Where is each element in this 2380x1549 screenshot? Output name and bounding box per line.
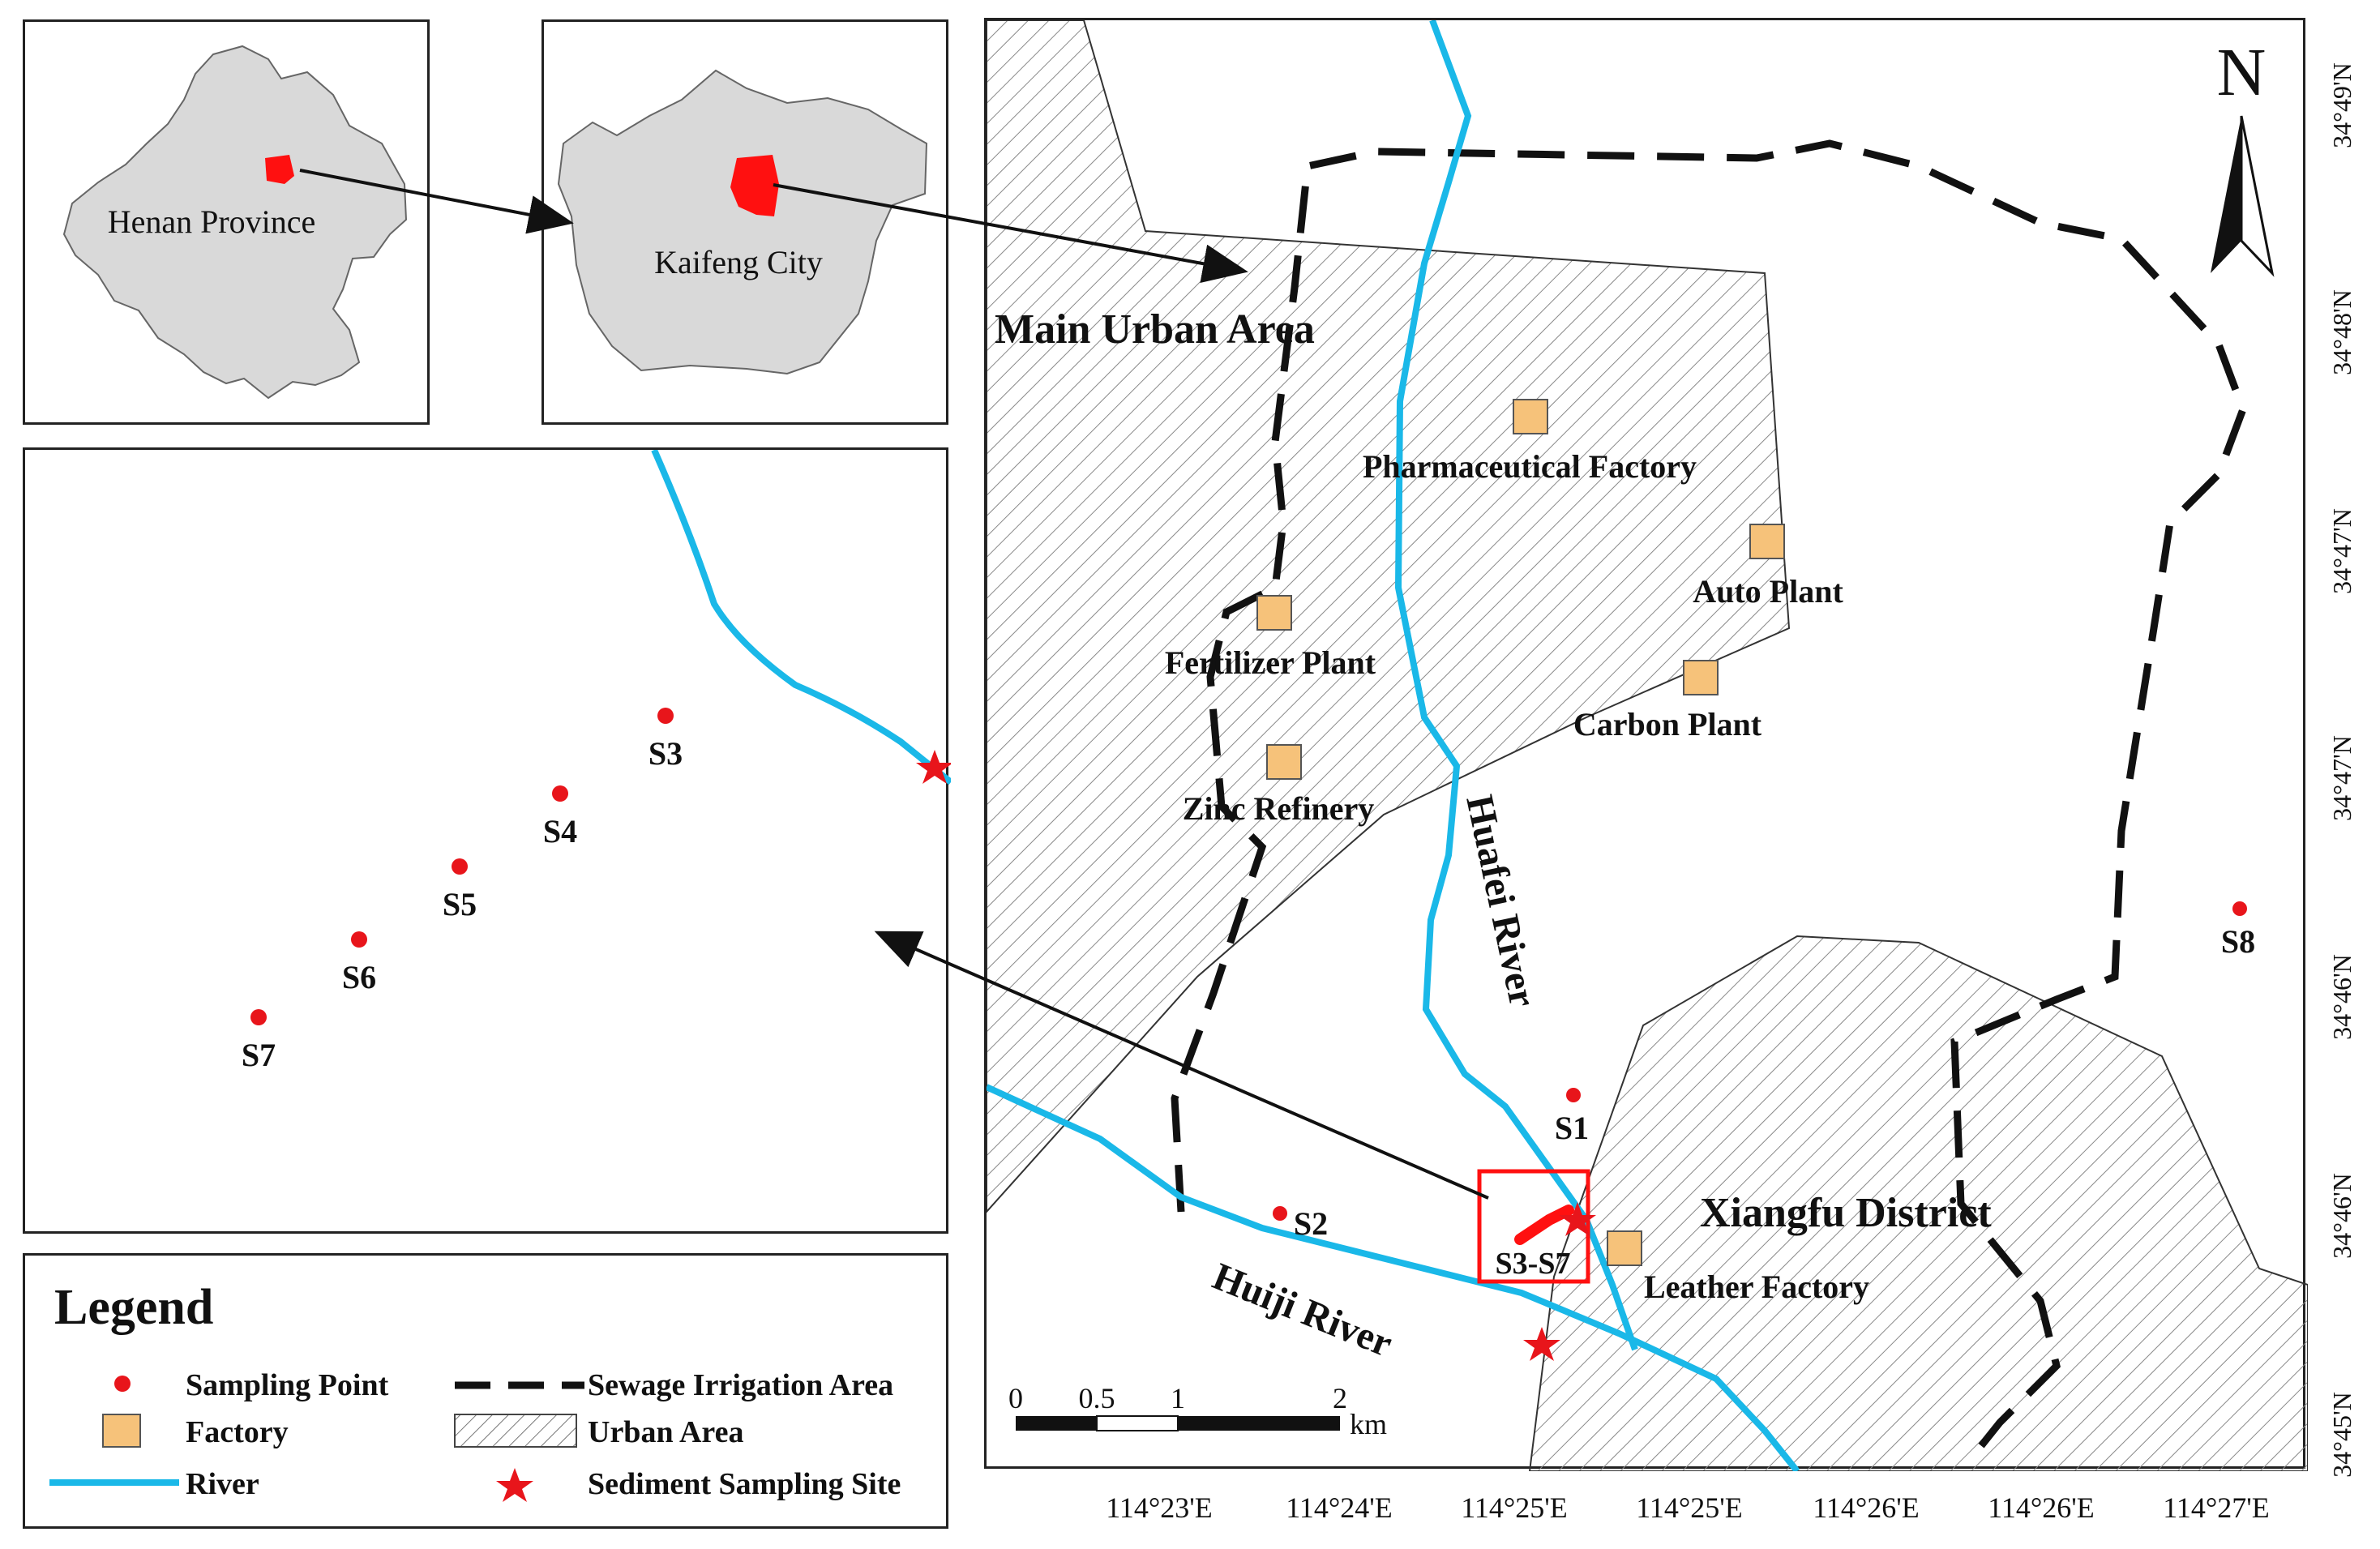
kaifeng-in-province xyxy=(265,155,294,184)
main-urban-in-city xyxy=(730,155,779,216)
legend-urban-symbol xyxy=(454,1414,577,1448)
legend-sampling-point-label: Sampling Point xyxy=(186,1368,389,1402)
factory-fertilizer-label: Fertilizer Plant xyxy=(1165,644,1376,681)
city-inset: Kaifeng City xyxy=(541,19,948,425)
scale-tick-0: 0 xyxy=(1008,1382,1023,1414)
factory-zinc xyxy=(1266,744,1302,780)
lat-tick-4: 34°47'N xyxy=(2327,735,2356,821)
huafei-river-label: Huafei River xyxy=(1458,791,1544,1010)
lat-tick-7: 34°45'N xyxy=(2327,1392,2356,1478)
legend-sediment-symbol xyxy=(496,1468,533,1502)
longitude-axis: 114°23'E 114°24'E 114°25'E 114°25'E 114°… xyxy=(1106,1491,2270,1524)
huafei-river xyxy=(1394,20,1638,1351)
point-s7 xyxy=(250,1009,267,1025)
province-label: Henan Province xyxy=(108,203,316,240)
scale-unit: km xyxy=(1350,1408,1387,1440)
point-s6 xyxy=(351,931,367,948)
factory-leather-label: Leather Factory xyxy=(1644,1269,1869,1305)
lon-tick-2: 114°24'E xyxy=(1286,1491,1393,1524)
province-map: Henan Province xyxy=(62,45,408,400)
north-arrow: N xyxy=(2211,35,2275,277)
legend-factory-symbol xyxy=(102,1414,141,1448)
lat-tick-6: 34°46'N xyxy=(2327,1173,2356,1259)
label-s8: S8 xyxy=(2221,923,2255,960)
zoom-inset: S3 S4 S5 S6 S7 xyxy=(23,447,951,1234)
point-s8 xyxy=(2232,901,2247,916)
scale-tick-2: 2 xyxy=(1333,1382,1347,1414)
factory-pharmaceutical-label: Pharmaceutical Factory xyxy=(1363,448,1697,485)
point-s2 xyxy=(1273,1206,1287,1221)
scale-tick-1: 1 xyxy=(1171,1382,1185,1414)
lon-tick-1: 114°23'E xyxy=(1106,1491,1213,1524)
kaifeng-city-shape xyxy=(557,69,928,375)
lat-tick-1: 34°49'N xyxy=(2327,62,2356,148)
legend: Legend Sampling Point Factory River Sewa… xyxy=(23,1253,948,1529)
factory-leather xyxy=(1607,1230,1642,1266)
factory-auto-label: Auto Plant xyxy=(1693,573,1843,610)
lon-tick-3: 114°25'E xyxy=(1461,1491,1568,1524)
scale-tick-0-5: 0.5 xyxy=(1079,1382,1115,1414)
point-s3 xyxy=(657,708,674,724)
legend-urban-label: Urban Area xyxy=(588,1415,743,1449)
scale-bar: 0 0.5 1 2 km xyxy=(1008,1382,1387,1440)
city-label: Kaifeng City xyxy=(654,244,823,280)
sewage-irrigation-boundary xyxy=(1171,139,2247,1466)
label-s5: S5 xyxy=(443,886,477,922)
point-s5 xyxy=(452,858,468,875)
lat-tick-3: 34°47'N xyxy=(2327,508,2356,594)
lat-tick-2: 34°48'N xyxy=(2327,289,2356,375)
lon-tick-6: 114°26'E xyxy=(1988,1491,2095,1524)
legend-river-label: River xyxy=(186,1467,259,1501)
main-map-svg: S3-S7 Pharmaceutical Factory Auto Plant … xyxy=(987,20,2308,1471)
latitude-axis: 34°49'N 34°48'N 34°47'N 34°47'N 34°46'N … xyxy=(2327,62,2356,1478)
main-urban-area-label: Main Urban Area xyxy=(995,306,1315,353)
legend-svg: Legend Sampling Point Factory River Sewa… xyxy=(49,1280,901,1502)
legend-sediment-label: Sediment Sampling Site xyxy=(588,1467,901,1501)
main-map: S3-S7 Pharmaceutical Factory Auto Plant … xyxy=(984,18,2308,1471)
zoom-map: S3 S4 S5 S6 S7 xyxy=(242,450,951,1073)
lon-tick-5: 114°26'E xyxy=(1813,1491,1920,1524)
label-s2: S2 xyxy=(1294,1205,1328,1242)
s3-s7-points-cluster xyxy=(1514,1205,1574,1245)
xiangfu-urban-area-shape xyxy=(1528,935,2308,1471)
legend-sampling-point-symbol xyxy=(114,1376,131,1392)
label-s4: S4 xyxy=(543,813,577,849)
label-s6: S6 xyxy=(342,959,376,995)
xiangfu-district-label: Xiangfu District xyxy=(1700,1190,1992,1236)
factory-carbon-label: Carbon Plant xyxy=(1573,706,1762,742)
label-s1: S1 xyxy=(1555,1110,1589,1146)
city-map: Kaifeng City xyxy=(557,69,928,375)
label-s3: S3 xyxy=(649,735,683,772)
factory-auto xyxy=(1749,524,1785,559)
s3-s7-highlight-box xyxy=(1477,1169,1590,1284)
factory-carbon xyxy=(1683,660,1719,695)
factory-fertilizer xyxy=(1256,595,1292,631)
henan-province-shape xyxy=(62,45,408,400)
lon-tick-7: 114°27'E xyxy=(2163,1491,2270,1524)
lat-tick-5: 34°46'N xyxy=(2327,954,2356,1040)
north-label: N xyxy=(2217,35,2267,110)
point-s1 xyxy=(1566,1088,1581,1102)
s3-s7-label: S3-S7 xyxy=(1496,1247,1571,1281)
legend-factory-label: Factory xyxy=(186,1415,289,1449)
province-inset: Henan Province xyxy=(23,19,430,425)
huiji-river-label: Huiji River xyxy=(1207,1255,1398,1366)
factory-zinc-label: Zinc Refinery xyxy=(1183,790,1375,827)
sediment-site-star xyxy=(916,750,951,784)
sediment-site-star-1 xyxy=(1559,1202,1596,1236)
label-s7: S7 xyxy=(242,1037,276,1073)
legend-title: Legend xyxy=(54,1280,213,1335)
lon-tick-4: 114°25'E xyxy=(1636,1491,1743,1524)
point-s4 xyxy=(552,785,568,802)
sediment-site-star-2 xyxy=(1523,1327,1560,1361)
river-zoom xyxy=(651,450,951,785)
factory-pharmaceutical xyxy=(1513,399,1548,434)
legend-sewage-label: Sewage Irrigation Area xyxy=(588,1368,893,1402)
